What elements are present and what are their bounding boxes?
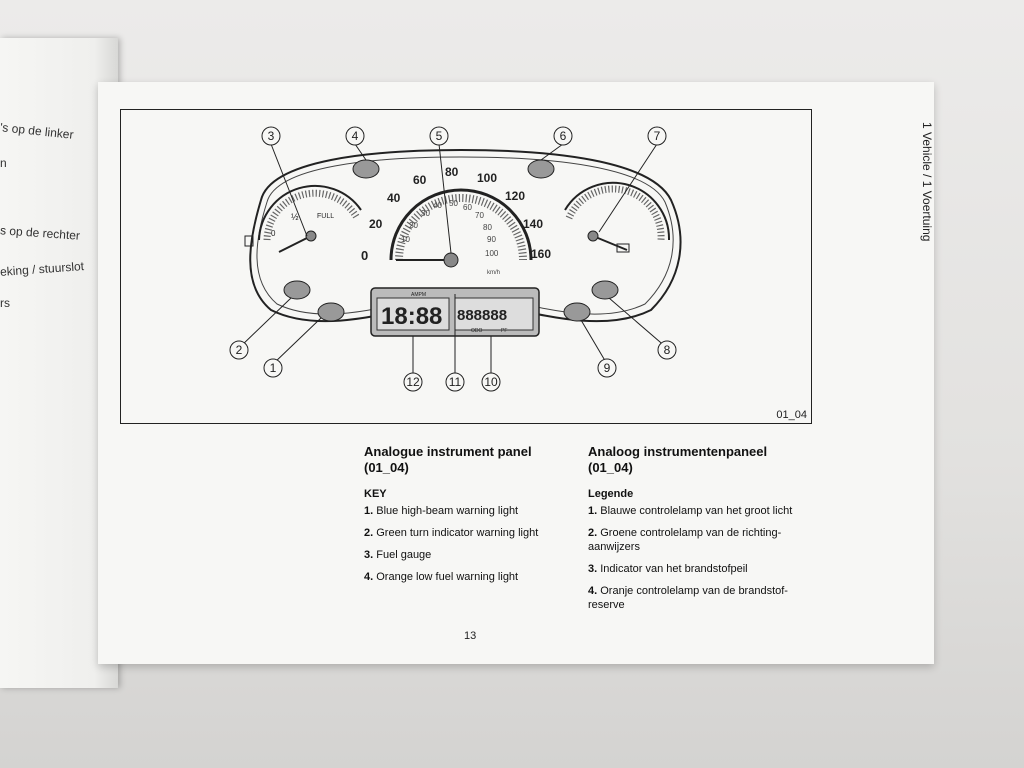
speed-label-40: 40 <box>387 191 401 205</box>
panel-outline <box>249 148 682 323</box>
speed-label-0: 0 <box>361 248 368 263</box>
callout-4: 4 <box>352 129 359 143</box>
fuel-pump-icon <box>244 235 254 247</box>
figure-code: 01_04 <box>776 409 807 421</box>
right-page: 0 20 40 60 80 100 120 140 160 10 20 30 4… <box>98 82 934 664</box>
instrument-panel-figure: 0 20 40 60 80 100 120 140 160 10 20 30 4… <box>120 109 812 424</box>
ampm-label: AMPM <box>411 292 426 298</box>
temperature-needle <box>592 235 628 251</box>
list-item: 3. Fuel gauge <box>364 549 432 561</box>
dutch-title: Analoog instrumentenpaneel(01_04) <box>588 444 768 475</box>
fuel-needle <box>278 235 312 253</box>
callout-11: 11 <box>449 375 462 389</box>
left-page-line: 's op de linker <box>0 120 75 142</box>
inner-speed-label: 10 <box>401 235 410 244</box>
left-page-line: rs <box>0 296 10 310</box>
temperature-gauge <box>564 181 671 253</box>
abs-light-icon <box>563 302 591 322</box>
dutch-key-list: 1. Blauwe controlelamp van het groot lic… <box>588 504 804 612</box>
clock-readout: 18:88 <box>381 303 442 330</box>
callout-12: 12 <box>406 375 420 389</box>
left-page-line: s op de rechter <box>0 223 81 243</box>
speed-unit: km/h <box>487 270 500 276</box>
speed-label-120: 120 <box>505 189 525 203</box>
speed-label-60: 60 <box>413 173 427 187</box>
list-item: 2. Green turn indicator warning light <box>364 527 539 539</box>
callout-5: 5 <box>436 129 443 143</box>
callout-9: 9 <box>604 361 611 375</box>
callout-1: 1 <box>270 361 277 375</box>
speedometer: 0 20 40 60 80 100 120 140 160 10 20 30 4… <box>361 165 551 276</box>
chapter-side-label: 1 Vehicle / 1 Voertuing <box>920 122 934 242</box>
inner-speed-label: 70 <box>475 211 484 220</box>
engine-light-icon <box>527 159 555 179</box>
turn-indicator-light-icon <box>283 280 311 300</box>
speed-label-140: 140 <box>523 217 543 231</box>
dutch-column: Analoog instrumentenpaneel(01_04) Legend… <box>588 444 804 620</box>
inner-speed-label: 90 <box>487 235 496 244</box>
page-number: 13 <box>464 630 477 642</box>
left-page-line: n <box>0 156 7 170</box>
dutch-key-label: Legende <box>588 488 634 500</box>
fuel-gauge: ½ FULL 0 <box>244 184 362 253</box>
list-item: 1. Blauwe controlelamp van het groot lic… <box>588 505 793 517</box>
callout-6: 6 <box>560 129 567 143</box>
high-beam-light-icon <box>317 302 345 322</box>
callout-7: 7 <box>654 129 661 143</box>
list-item: 3. Indicator van het brandstofpeil <box>588 563 748 575</box>
temperature-icon <box>616 243 630 253</box>
list-item: 4. Oranje controlelamp van de brandstof-… <box>588 585 788 611</box>
fuel-hub <box>305 230 317 242</box>
temperature-hub <box>587 230 599 242</box>
speed-label-160: 160 <box>531 247 551 261</box>
speed-label-20: 20 <box>369 217 383 231</box>
odo-label: ODO <box>471 328 483 334</box>
inner-speed-label: 60 <box>463 203 472 212</box>
inner-speed-label: 80 <box>483 223 492 232</box>
inner-speed-label: 50 <box>449 199 458 208</box>
english-key-list: 1. Blue high-beam warning light 2. Green… <box>364 504 564 584</box>
inner-speed-label: 20 <box>409 221 418 230</box>
english-title: Analogue instrument panel(01_04) <box>364 444 532 475</box>
fuel-zero-label: 0 <box>271 229 276 238</box>
english-key-label: KEY <box>364 488 387 500</box>
callout-3: 3 <box>268 129 275 143</box>
list-item: 1. Blue high-beam warning light <box>364 505 519 517</box>
pf-label: PF <box>501 328 507 334</box>
callout-10: 10 <box>484 375 498 389</box>
low-fuel-light-icon <box>352 159 380 179</box>
inner-speed-label: 30 <box>421 209 430 218</box>
callout-8: 8 <box>664 343 671 357</box>
callout-2: 2 <box>236 343 243 357</box>
speed-label-80: 80 <box>445 165 459 179</box>
hazard-light-icon <box>591 280 619 300</box>
english-column: Analogue instrument panel(01_04) KEY 1. … <box>364 444 564 592</box>
instrument-panel-diagram: 0 20 40 60 80 100 120 140 160 10 20 30 4… <box>229 126 682 392</box>
speedometer-hub <box>443 252 459 268</box>
odometer-readout: 888888 <box>457 307 507 324</box>
left-page-line: eking / stuurslot <box>0 259 85 279</box>
list-item: 4. Orange low fuel warning light <box>364 571 519 583</box>
speed-label-100: 100 <box>477 171 497 185</box>
inner-speed-label: 40 <box>433 201 442 210</box>
list-item: 2. Groene controlelamp van de richting-a… <box>588 527 782 553</box>
fuel-half-label: ½ <box>291 212 299 222</box>
fuel-full-label: FULL <box>317 213 334 220</box>
panel-inner-outline <box>256 156 674 315</box>
inner-speed-label: 100 <box>485 249 499 258</box>
